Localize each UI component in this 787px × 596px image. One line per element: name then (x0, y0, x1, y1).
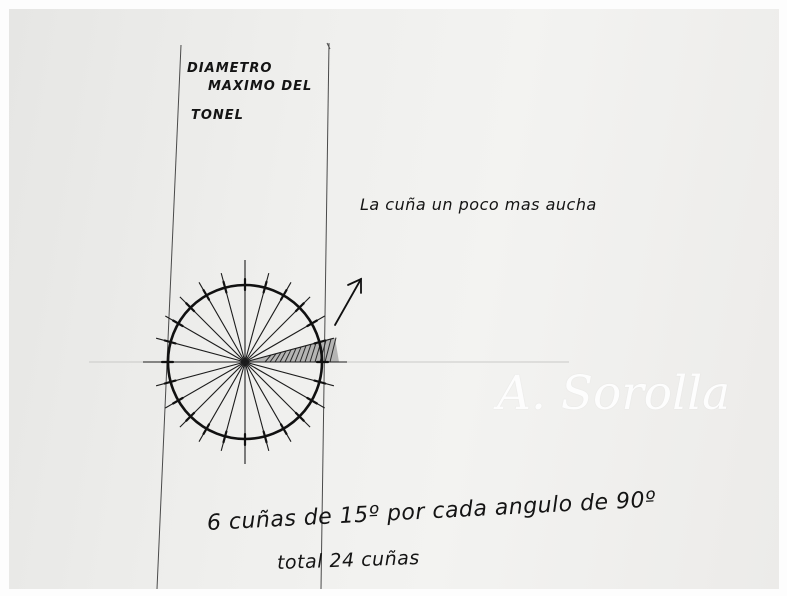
left-diameter-line (156, 44, 182, 589)
hatch-line (299, 345, 307, 363)
right-diameter-line (320, 42, 330, 589)
hatch-line (284, 349, 292, 363)
right-line-tick (326, 42, 331, 50)
hatch-line (294, 346, 302, 363)
diameter-label-line2: MAXIMO DEL (208, 79, 313, 94)
hatch-line (324, 338, 332, 363)
diameter-label-line3: TONEL (191, 108, 244, 123)
hatch-line (329, 337, 337, 363)
wedge-note: La cuña un poco mas aucha (360, 195, 597, 214)
hatch-line (269, 353, 277, 363)
barrel-circle (166, 283, 324, 441)
watermark-signature: A. Sorolla (497, 366, 731, 421)
hatch-line (304, 344, 312, 363)
wedge-arrow (334, 277, 362, 326)
hatch-line (289, 348, 297, 363)
hatch-line (274, 352, 282, 363)
paper-sheet: DIAMETRO MAXIMO DEL TONEL La cuña un poc… (9, 9, 779, 589)
barrel-diagram (89, 42, 569, 589)
hatch-line (309, 342, 317, 363)
diameter-label-line1: DIAMETRO (187, 61, 273, 76)
hatch-line (264, 354, 272, 363)
hatch-line (279, 350, 287, 363)
